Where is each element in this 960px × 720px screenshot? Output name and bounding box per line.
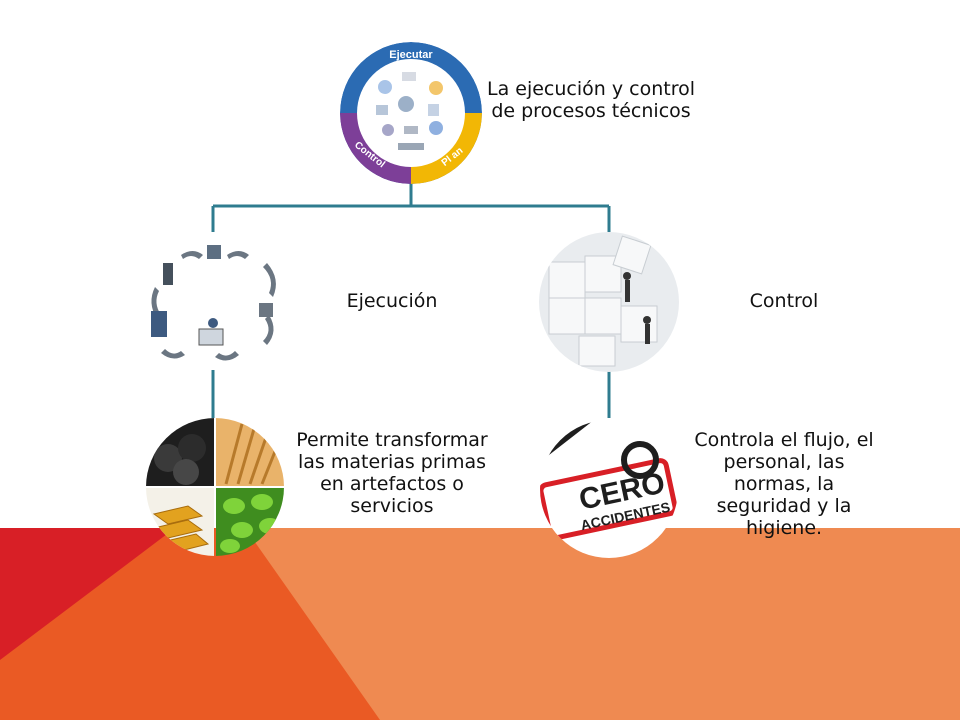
control-title: Control [749, 290, 819, 312]
execution-detail: Permite transformar las materias primas … [296, 429, 488, 517]
zero-accidents-image: CERO ACCIDENTES [540, 420, 678, 558]
footer-red-triangle [0, 528, 175, 660]
cycle-word-ejecutar: Ejecutar [389, 49, 433, 61]
execution-title: Ejecución [346, 290, 438, 312]
root-label: La ejecución y control de procesos técni… [487, 78, 695, 122]
root-cycle-image: Ejecutar Control Pl an [340, 42, 482, 184]
raw-materials-image [146, 418, 284, 556]
control-detail: Controla el flujo, el personal, las norm… [694, 429, 874, 539]
execution-cycle-image [143, 233, 283, 373]
control-puzzle-image [539, 232, 679, 372]
